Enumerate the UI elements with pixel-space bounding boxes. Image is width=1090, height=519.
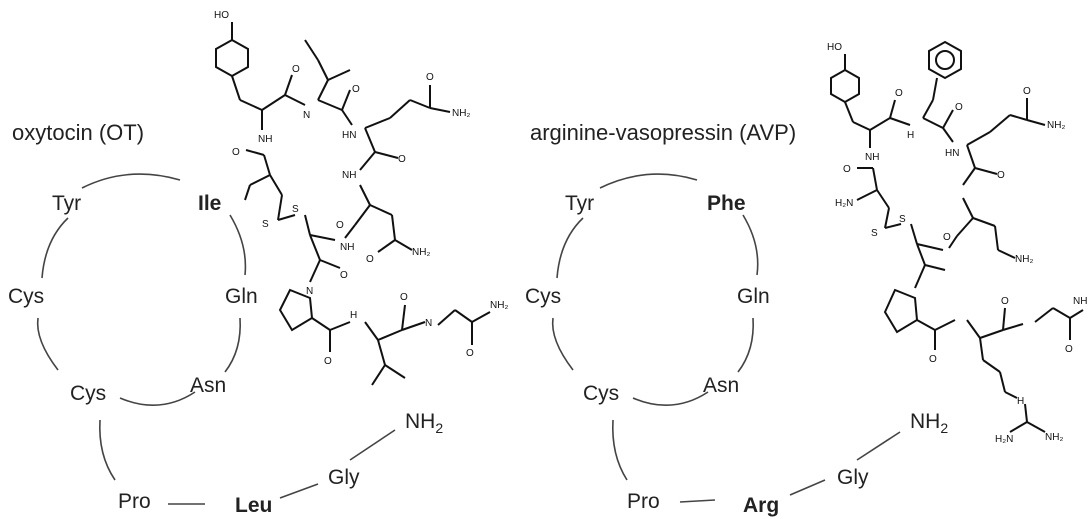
residue-gln: Gln [225,285,258,308]
residue-cys-2: Cys [583,382,620,405]
ot-s-label-1: S [262,219,269,230]
residue-phe: Phe [707,192,746,215]
ot-ho-label: HO [214,10,229,21]
residue-cys-1: Cys [525,285,562,308]
ot-nh-label-1: NH [258,134,272,145]
ot-o-label-1: O [292,64,300,75]
avp-h2n-label: H₂N [835,198,853,209]
vasopressin-structure: HO NH O H O HN O N [827,40,1087,445]
oxytocin-sequence-links [36,173,396,505]
link-arg-gly [789,479,826,496]
residue-gly: Gly [837,466,869,489]
ot-nh-label-3: NH [340,242,354,253]
link-gln-asn [224,317,242,373]
residue-ile: Ile [198,192,222,215]
link-cys-pro [98,419,116,481]
ot-nh2-label-2: NH₂ [412,247,430,258]
ot-nh-label-2: NH [342,170,356,181]
residue-asn: Asn [703,374,740,397]
link-cys-tyr [556,217,584,279]
ot-hn-label: HN [342,130,356,141]
residue-pro: Pro [627,490,660,513]
ot-o-label-5: O [366,254,374,265]
avp-o-label-6: O [843,164,851,175]
avp-nh2-arg-label: NH₂ [1045,432,1063,443]
residue-leu: Leu [235,494,273,517]
ot-o-label-3: O [426,72,434,83]
link-gly-nh2 [856,431,901,461]
residue-gly: Gly [328,466,360,489]
link-asn-cys [632,391,709,406]
oxytocin-title: oxytocin (OT) [12,120,145,145]
vasopressin-panel: arginine-vasopressin (AVP) Tyr Phe Cys G… [505,0,1090,519]
residue-tyr: Tyr [52,192,82,215]
link-leu-gly [279,483,319,499]
avp-s-label-1: S [871,228,878,239]
link-phe-gln [742,214,759,276]
oxytocin-structure: HO NH O N O HN O N [214,10,508,386]
residue-cys-1: Cys [8,285,45,308]
link-cys-cys [551,317,574,371]
link-tyr-ile [81,173,181,189]
vasopressin-title: arginine-vasopressin (AVP) [530,120,797,145]
link-ile-gln [229,214,247,276]
avp-nh2-label-2: NH₂ [1015,254,1033,265]
ot-n-label-2: N [306,286,313,297]
ot-n-label-1: N [303,110,310,121]
vasopressin-sequence-links [551,173,901,503]
avp-h2n-arg-label: H₂N [995,434,1013,445]
ot-s-label-2: S [292,204,299,215]
avp-hn-label-2: HN [945,148,959,159]
residue-arg: Arg [743,494,780,517]
avp-o-label-1: O [895,88,903,99]
avp-nh2-label-1: NH₂ [1047,120,1065,131]
avp-o-label-5: O [943,232,951,243]
residue-asn: Asn [190,374,227,397]
ot-nh2-label-3: NH₂ [490,300,508,311]
avp-nh2-label-3: NH [1073,296,1087,307]
ot-o-label-10: O [400,292,408,303]
residue-tyr: Tyr [565,192,595,215]
avp-o-label-3: O [1023,86,1031,97]
ot-n-label-3: N [425,318,432,329]
link-gly-nh2 [349,429,396,461]
terminal-nh2: NH2 [910,410,949,437]
link-cys-pro [611,419,628,481]
oxytocin-panel: oxytocin (OT) Tyr Ile Cys Gln Cys Asn Pr… [8,10,508,517]
ot-o-label-9: O [324,356,332,367]
ot-o-label-6: O [336,220,344,231]
avp-hn-label: H [907,130,914,141]
avp-nh-label-arg: H [1017,396,1024,407]
avp-o-label-8: O [1001,296,1009,307]
avp-o-label-7: O [929,354,937,365]
ot-o-label-7: O [232,147,240,158]
ot-nh2-label-1: NH₂ [452,108,470,119]
ot-o-label-11: O [466,348,474,359]
link-asn-cys [119,391,196,406]
avp-o-label-9: O [1065,344,1073,355]
avp-o-label-2: O [955,102,963,113]
link-cys-cys [36,317,59,371]
residue-gln: Gln [737,285,770,308]
avp-s-label-2: S [899,214,906,225]
avp-o-label-4: O [997,170,1005,181]
link-gln-asn [737,317,755,373]
ot-nh-label-4: H [350,310,357,321]
avp-ho-label: HO [827,42,842,53]
link-pro-arg [679,499,716,503]
ot-o-label-2: O [352,84,360,95]
ot-o-label-8: O [340,270,348,281]
ot-o-label-4: O [398,154,406,165]
link-tyr-phe [599,173,698,189]
link-cys-tyr [41,217,69,279]
terminal-nh2: NH2 [405,410,444,437]
residue-pro: Pro [118,490,151,513]
avp-nh-label: NH [865,152,879,163]
residue-cys-2: Cys [70,382,107,405]
